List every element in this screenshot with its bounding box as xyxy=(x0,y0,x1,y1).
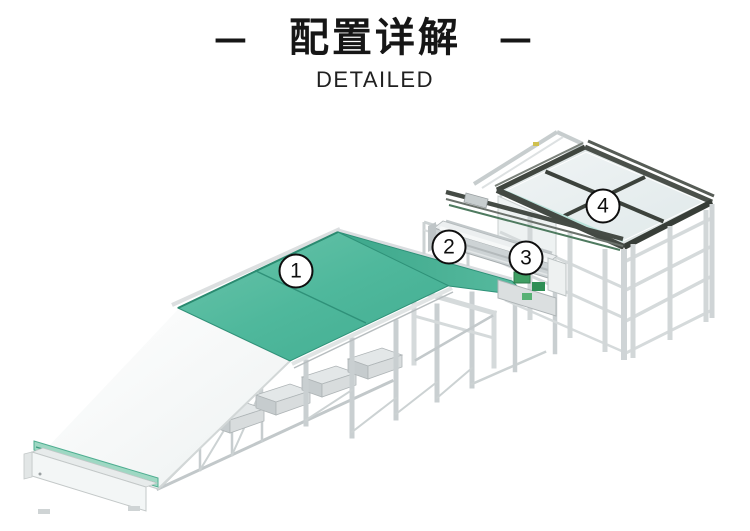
page-title: –配置详解– xyxy=(0,14,750,62)
page-subtitle: DETAILED xyxy=(316,67,434,92)
callout-2: 2 xyxy=(431,229,467,265)
page-title-text: 配置详解 xyxy=(289,16,461,60)
table-rim xyxy=(494,139,715,250)
crane-rails xyxy=(445,189,624,251)
portal-frame xyxy=(410,286,498,369)
callout-4: 4 xyxy=(585,188,621,224)
belt-seam xyxy=(255,270,367,324)
callout-3: 3 xyxy=(508,240,544,276)
main-conveyor-belt xyxy=(171,227,454,369)
title-dash-left: – xyxy=(213,16,252,60)
title-dash-right: – xyxy=(498,16,537,60)
discharge-tray xyxy=(23,440,159,514)
callout-1: 1 xyxy=(278,253,314,289)
section-header: –配置详解– DETAILED xyxy=(0,14,750,93)
